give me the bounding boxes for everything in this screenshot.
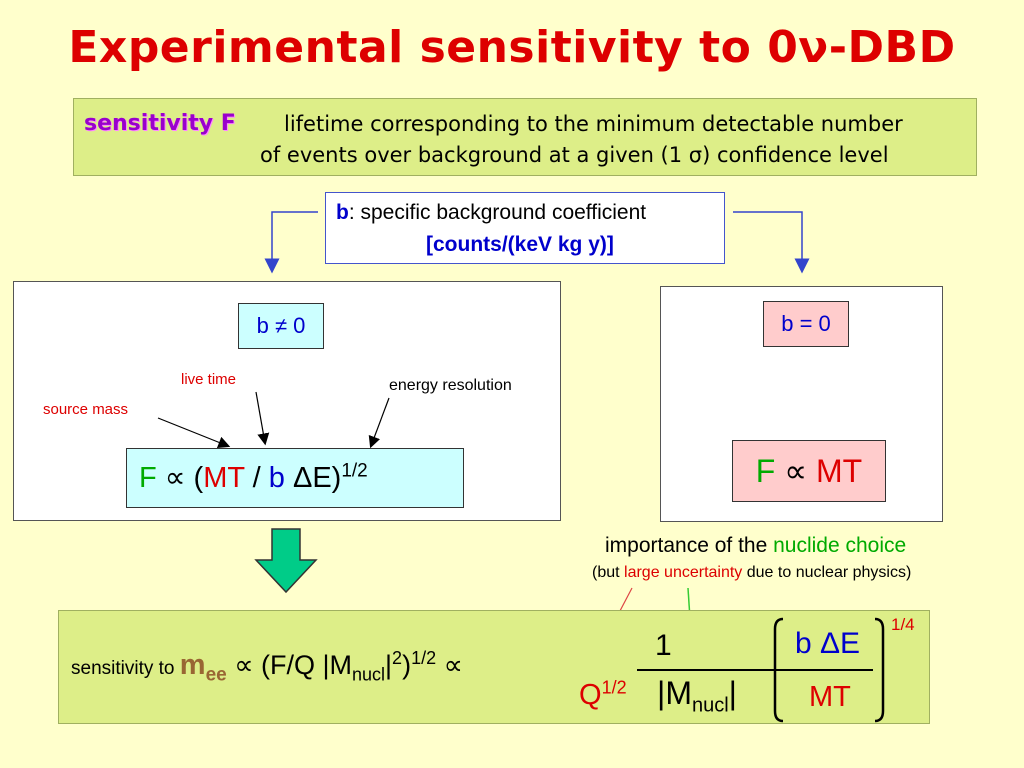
- mnucl-open: |M: [657, 675, 692, 711]
- energy-resolution-label: energy resolution: [389, 377, 512, 394]
- importance-line-2: (but large uncertainty due to nuclear ph…: [592, 564, 911, 582]
- importance-line-1: importance of the nuclide choice: [605, 534, 906, 558]
- formula-f: F: [139, 462, 157, 494]
- formula-prop: ∝ (: [156, 462, 204, 494]
- importance-line2-prefix: (but: [592, 564, 625, 581]
- b-zero-label: b = 0: [763, 301, 849, 347]
- right-connector: [733, 211, 810, 274]
- formula-f-2: F: [755, 453, 776, 489]
- formula-slash: /: [244, 462, 269, 494]
- mnucl-subscript: nucl: [691, 694, 729, 717]
- background-coefficient-line: b: specific background coefficient: [336, 201, 646, 225]
- mt-denominator: MT: [809, 681, 851, 713]
- formula-b: b: [268, 462, 285, 494]
- live-time-arrow: [255, 391, 270, 446]
- live-time-label: live time: [181, 371, 237, 388]
- nucl-subscript: nucl: [352, 664, 386, 685]
- down-arrow-icon: [254, 528, 318, 594]
- nuclide-choice-text: nuclide choice: [773, 534, 907, 557]
- definition-line-2: of events over background at a given (1 …: [260, 143, 889, 167]
- page-title: Experimental sensitivity to 0ν-DBD: [68, 22, 956, 73]
- formula-b-nonzero: F ∝ (MT / b ΔE)1/2: [126, 448, 464, 508]
- mee-symbol: m: [179, 649, 206, 681]
- mee-subscript: ee: [205, 664, 227, 686]
- formula-de: ΔE): [284, 462, 342, 494]
- bracket-pair: [773, 617, 885, 723]
- background-coefficient-box: b: specific background coefficient [coun…: [325, 192, 725, 264]
- fraction-numerator: 1: [655, 629, 672, 662]
- sens-part-3: ): [402, 650, 412, 680]
- mnucl-close: |: [728, 675, 737, 711]
- definition-box: sensitivity F lifetime corresponding to …: [73, 98, 977, 176]
- fraction-bar-2: [793, 669, 873, 671]
- quarter-exponent: 1/4: [891, 615, 915, 634]
- b-nonzero-label: b ≠ 0: [238, 303, 324, 349]
- fraction-bar: [637, 669, 809, 671]
- sensitivity-mee-box: sensitivity to mee ∝ (F/Q |Mnucl|2)1/2 ∝…: [58, 610, 930, 724]
- square-exponent: 2: [392, 648, 403, 668]
- mnucl-denominator: |Mnucl|: [657, 675, 737, 715]
- sens-part-1: ∝ (F/Q |M: [226, 650, 352, 680]
- formula-exponent: 1/2: [341, 460, 368, 482]
- b-symbol: b: [336, 201, 349, 224]
- energy-resolution-arrow: [368, 397, 390, 449]
- bde-numerator: b ΔE: [795, 627, 861, 660]
- formula-mt-2: MT: [815, 453, 863, 489]
- sensitivity-prefix: sensitivity to: [71, 658, 180, 679]
- definition-term: sensitivity F: [84, 111, 236, 136]
- source-mass-label: source mass: [43, 401, 129, 418]
- definition-line-1: lifetime corresponding to the minimum de…: [284, 112, 903, 136]
- background-units: [counts/(keV kg y)]: [426, 233, 614, 256]
- formula-prop-2: ∝: [775, 453, 816, 489]
- formula-b-zero: F ∝ MT: [732, 440, 886, 502]
- importance-line2-suffix: due to nuclear physics): [742, 564, 912, 581]
- sens-part-2: |: [385, 650, 393, 680]
- left-connector: [264, 211, 318, 274]
- q-symbol: Q: [579, 679, 602, 711]
- half-exponent: 1/2: [411, 648, 437, 668]
- formula-mt: MT: [203, 462, 245, 494]
- source-mass-arrow: [157, 417, 231, 449]
- sens-part-4: ∝: [436, 650, 463, 680]
- background-coefficient-text: : specific background coefficient: [348, 201, 647, 224]
- importance-prefix: importance of the: [605, 534, 774, 557]
- large-uncertainty-text: large uncertainty: [624, 564, 743, 581]
- sensitivity-mee-formula: sensitivity to mee ∝ (F/Q |Mnucl|2)1/2 ∝: [71, 648, 463, 686]
- q-exponent: 1/2: [601, 677, 627, 698]
- q-denominator: Q1/2: [579, 677, 627, 712]
